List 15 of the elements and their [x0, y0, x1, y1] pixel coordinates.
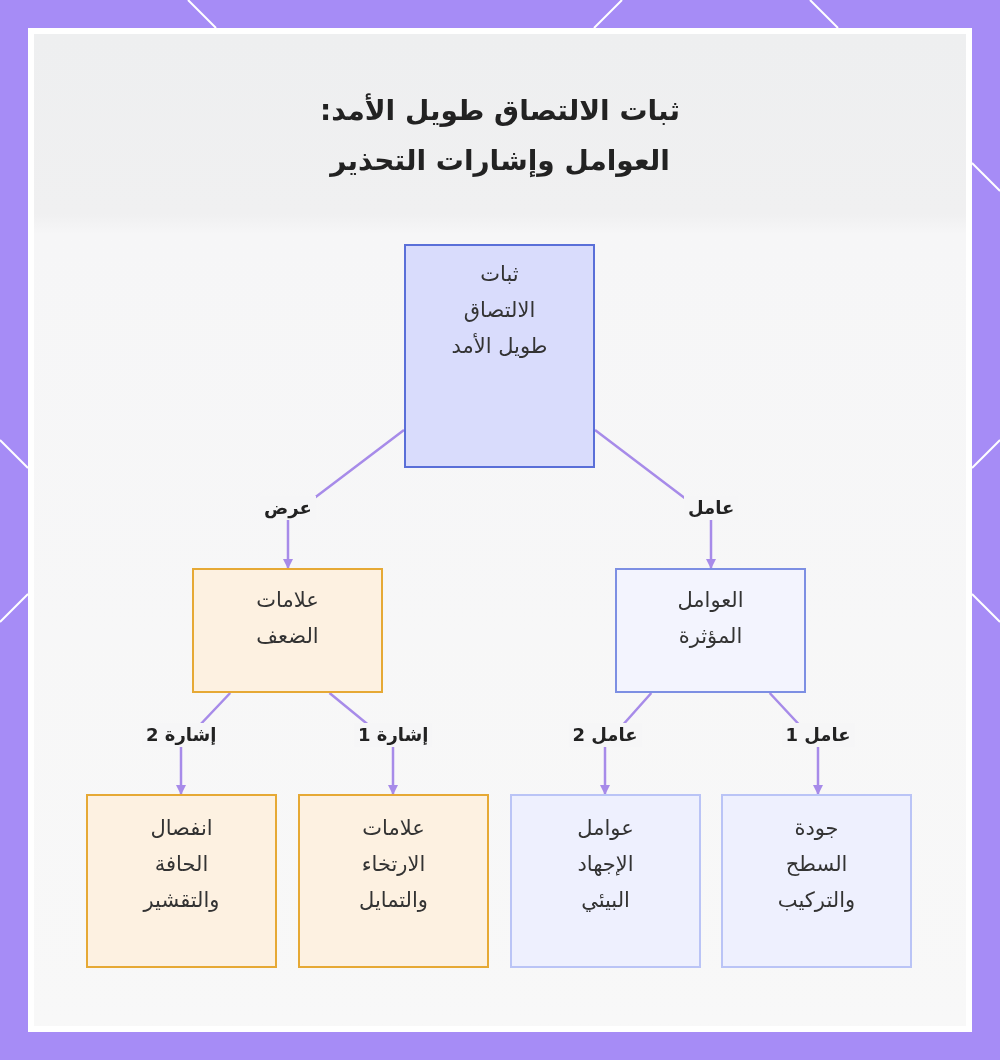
node-text: جودة السطح والتركيب: [776, 815, 857, 914]
category-box: [192, 568, 383, 693]
node-text: عوامل الإجهاد البيئي: [576, 815, 635, 914]
node-text: علامات الارتخاء والتمايل: [358, 815, 429, 914]
diagram-title: ثبات الالتصاق طويل الأمد: العوامل وإشارات التحذير: [319, 92, 681, 179]
item-box: [510, 794, 701, 968]
topic-box: [404, 244, 595, 468]
item-box: [298, 794, 489, 968]
node-text: ثبات الالتصاق طويل الأمد: [450, 261, 549, 360]
item-box: [721, 794, 912, 968]
item-box: [86, 794, 277, 968]
category-box: [615, 568, 806, 693]
node-text: العوامل المؤثرة: [676, 587, 745, 650]
node-text: علامات الضعف: [255, 587, 320, 650]
node-text: انفصال الحافة والتقشير: [141, 815, 221, 914]
